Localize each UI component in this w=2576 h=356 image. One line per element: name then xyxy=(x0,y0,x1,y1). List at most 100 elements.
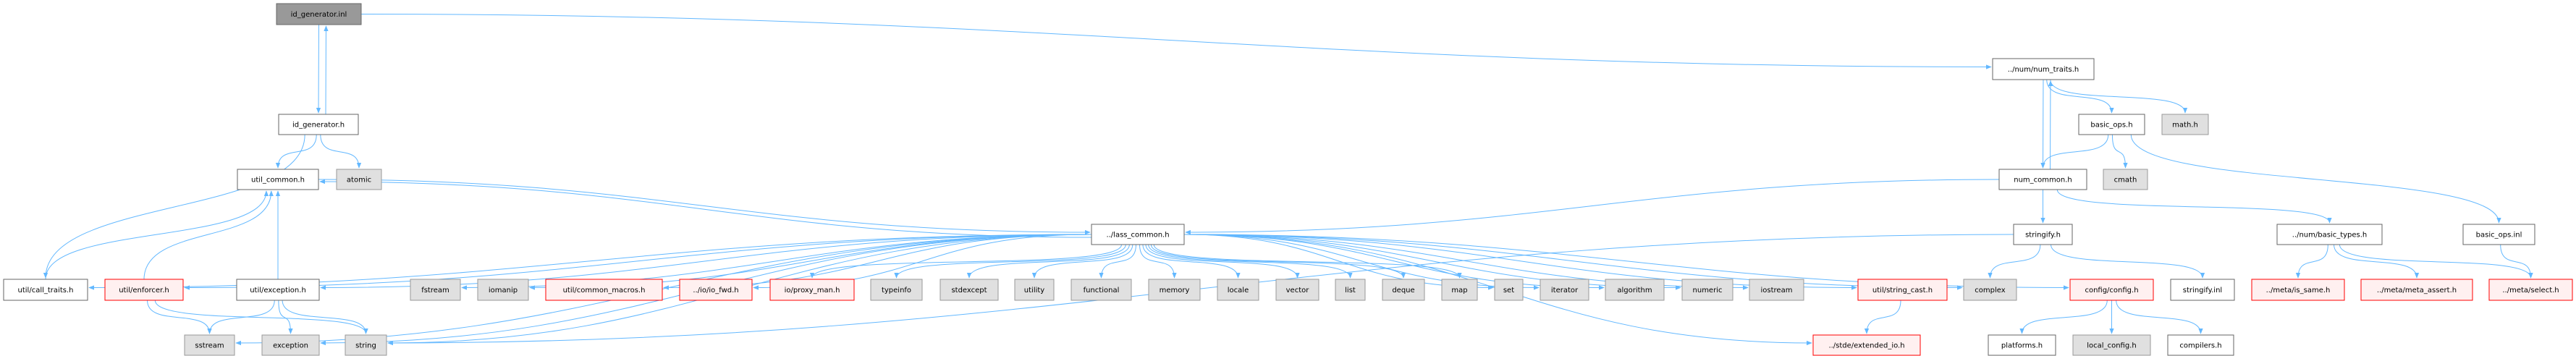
node-lass-common[interactable]: ../lass_common.h xyxy=(1091,224,1185,245)
node-select[interactable]: ../meta/select.h xyxy=(2488,279,2573,301)
node-box xyxy=(2161,114,2209,135)
edge-basic_types-to-select xyxy=(2339,244,2533,279)
node-label: string xyxy=(355,342,376,350)
node-box xyxy=(870,279,923,301)
node-box xyxy=(477,279,529,301)
node-label: id_generator.h xyxy=(292,122,345,130)
node-call-traits[interactable]: util/call_traits.h xyxy=(3,279,88,301)
node-label: iterator xyxy=(1551,287,1579,294)
node-label: id_generator.inl xyxy=(291,11,347,19)
node-label: map xyxy=(1451,287,1467,294)
edge-lass_common-to-set xyxy=(1183,234,1494,290)
node-box xyxy=(2078,114,2145,135)
node-box xyxy=(236,279,320,301)
edge-basic_types-to-meta_assert xyxy=(2334,244,2420,279)
node-box xyxy=(2170,279,2235,301)
node-label: util/call_traits.h xyxy=(18,287,74,294)
node-basic-types[interactable]: ../num/basic_types.h xyxy=(2276,224,2383,245)
edge-enforcer-to-util_common xyxy=(143,190,274,280)
node-label: util/exception.h xyxy=(250,287,306,294)
node-box xyxy=(278,114,359,135)
node-exception-h[interactable]: util/exception.h xyxy=(236,279,320,301)
node-box xyxy=(2488,279,2573,301)
node-atomic: atomic xyxy=(336,169,382,190)
node-platforms[interactable]: platforms.h xyxy=(1988,334,2056,356)
node-box xyxy=(1275,279,1319,301)
node-label: util/common_macros.h xyxy=(563,287,646,294)
node-label: numeric xyxy=(1693,287,1723,294)
node-functional: functional xyxy=(1070,279,1132,301)
node-label: util/string_cast.h xyxy=(1872,287,1933,294)
edge-basic_ops_h-to-basic_ops_inl xyxy=(2130,134,2501,224)
edge-enforcer-to-sstream xyxy=(147,300,212,334)
edge-num_common-to-basic_types xyxy=(2056,189,2332,224)
node-label: basic_ops.inl xyxy=(2476,232,2522,240)
node-label: ../lass_common.h xyxy=(1106,232,1169,240)
node-num-traits[interactable]: ../num/num_traits.h xyxy=(1992,58,2095,80)
nodes-layer: id_generator.inl id_generator.h util_commo… xyxy=(3,3,2573,356)
edge-config-to-platforms xyxy=(2019,300,2108,334)
node-stringify-h[interactable]: stringify.h xyxy=(2013,224,2073,245)
node-num-common[interactable]: num_common.h xyxy=(1998,169,2087,190)
node-label: ../stde/extended_io.h xyxy=(1828,342,1904,350)
node-label: functional xyxy=(1084,287,1120,294)
node-fstream: fstream xyxy=(410,279,461,301)
node-meta-assert[interactable]: ../meta/meta_assert.h xyxy=(2360,279,2473,301)
edge-idgen_inl-to-num_traits xyxy=(360,14,1992,69)
node-label: stdexcept xyxy=(951,287,987,294)
node-box xyxy=(545,279,663,301)
node-idgen-h[interactable]: id_generator.h xyxy=(278,114,359,135)
node-label: platforms.h xyxy=(2001,342,2043,350)
node-common-macros[interactable]: util/common_macros.h xyxy=(545,279,663,301)
node-label: ../meta/select.h xyxy=(2502,287,2559,294)
node-config[interactable]: config/config.h xyxy=(2069,279,2154,301)
node-box xyxy=(336,169,382,190)
node-box xyxy=(345,334,387,356)
node-label: ../num/basic_types.h xyxy=(2292,232,2368,240)
edge-idgen_h-to-util_common xyxy=(275,134,317,169)
edge-lass_common-to-numeric xyxy=(1183,234,1681,290)
node-io-fwd[interactable]: ../io/io_fwd.h xyxy=(679,279,753,301)
node-label: cmath xyxy=(2114,177,2137,185)
node-box xyxy=(1335,279,1366,301)
node-label: utility xyxy=(1024,287,1045,294)
node-label: basic_ops.h xyxy=(2090,122,2132,130)
edge-exception_h-to-exception xyxy=(278,300,293,334)
node-box xyxy=(1091,224,1185,245)
node-box xyxy=(1988,334,2056,356)
node-locale: locale xyxy=(1217,279,1259,301)
node-stringify-inl[interactable]: stringify.inl xyxy=(2170,279,2235,301)
node-proxy-man[interactable]: io/proxy_man.h xyxy=(769,279,855,301)
node-box xyxy=(1681,279,1733,301)
node-set: set xyxy=(1494,279,1524,301)
node-compilers[interactable]: compilers.h xyxy=(2167,334,2234,356)
node-box xyxy=(1540,279,1589,301)
node-label: math.h xyxy=(2172,122,2198,130)
node-label: util_common.h xyxy=(251,177,305,185)
node-basic-ops-inl[interactable]: basic_ops.inl xyxy=(2462,224,2535,245)
node-iterator: iterator xyxy=(1540,279,1589,301)
node-box xyxy=(1070,279,1132,301)
node-idgen-inl[interactable]: id_generator.inl xyxy=(276,3,362,25)
node-util-common[interactable]: util_common.h xyxy=(237,169,319,190)
node-is-same[interactable]: ../meta/is_same.h xyxy=(2251,279,2345,301)
node-box xyxy=(410,279,461,301)
node-extended-io[interactable]: ../stde/extended_io.h xyxy=(1812,334,1921,356)
node-box xyxy=(2013,224,2073,245)
edge-lass_common-to-proxy_man xyxy=(809,244,1122,279)
edge-lass_common-to-util_common xyxy=(319,179,1092,238)
node-label: fstream xyxy=(421,287,449,294)
node-enforcer[interactable]: util/enforcer.h xyxy=(104,279,184,301)
node-label: algorithm xyxy=(1617,287,1652,294)
node-label: vector xyxy=(1286,287,1310,294)
node-string-cast[interactable]: util/string_cast.h xyxy=(1857,279,1948,301)
node-basic-ops-h[interactable]: basic_ops.h xyxy=(2078,114,2145,135)
node-box xyxy=(2276,224,2383,245)
edge-exception_h-to-sstream xyxy=(207,300,275,334)
node-box xyxy=(2167,334,2234,356)
node-box xyxy=(1014,279,1055,301)
node-box xyxy=(3,279,88,301)
node-label: exception xyxy=(273,342,308,350)
edge-lass_common-to-string_cast xyxy=(1183,234,1857,290)
node-box xyxy=(184,334,235,356)
